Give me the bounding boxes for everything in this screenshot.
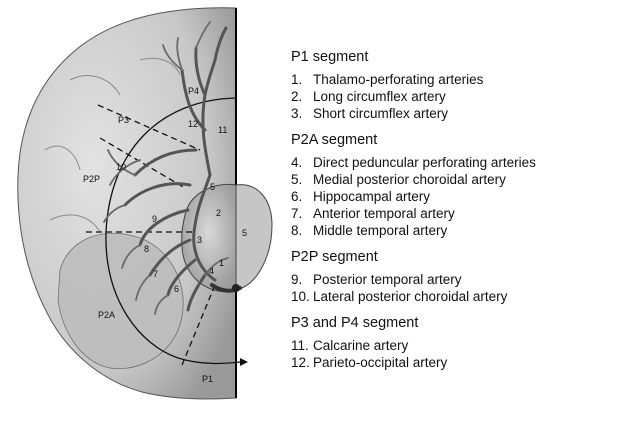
basilar-origin [232, 284, 240, 292]
arrowhead [240, 358, 248, 366]
legend-group-p2a: P2A segment 4.Direct peduncular perforat… [291, 131, 616, 239]
legend: P1 segment 1.Thalamo-perforating arterie… [291, 48, 616, 380]
legend-item-text: Direct peduncular perforating arteries [313, 154, 536, 171]
legend-item-number: 11. [291, 337, 313, 354]
label-5-right: 5 [242, 228, 247, 238]
legend-item-text: Lateral posterior choroidal artery [313, 288, 507, 305]
label-p1: P1 [202, 374, 213, 384]
label-4: 4 [209, 266, 214, 276]
legend-item-number: 7. [291, 205, 313, 222]
legend-item-text: Short circumflex artery [313, 105, 448, 122]
legend-item-text: Anterior temporal artery [313, 205, 455, 222]
legend-item-number: 1. [291, 71, 313, 88]
label-2: 2 [216, 208, 221, 218]
legend-group-p3-p4: P3 and P4 segment 11.Calcarine artery 12… [291, 314, 616, 371]
legend-item-number: 9. [291, 271, 313, 288]
label-5-upper: 5 [210, 182, 215, 192]
label-11: 11 [218, 125, 227, 135]
legend-item: 1.Thalamo-perforating arteries [291, 71, 616, 88]
legend-item-number: 12. [291, 354, 313, 371]
label-p2p: P2P [83, 174, 100, 184]
legend-item-number: 2. [291, 88, 313, 105]
legend-group-title: P2P segment [291, 248, 616, 266]
legend-item: 12.Parieto-occipital artery [291, 354, 616, 371]
legend-item: 6.Hippocampal artery [291, 188, 616, 205]
label-8: 8 [144, 244, 149, 254]
label-7: 7 [153, 269, 158, 279]
legend-item: 10.Lateral posterior choroidal artery [291, 288, 616, 305]
label-3: 3 [197, 235, 202, 245]
legend-item-number: 4. [291, 154, 313, 171]
label-12: 12 [188, 119, 198, 129]
label-6: 6 [174, 284, 179, 294]
legend-item: 8.Middle temporal artery [291, 222, 616, 239]
legend-item: 5.Medial posterior choroidal artery [291, 171, 616, 188]
label-9: 9 [152, 214, 157, 224]
label-p3: P3 [118, 115, 129, 125]
legend-item-number: 8. [291, 222, 313, 239]
label-p2a: P2A [98, 310, 115, 320]
legend-group-title: P1 segment [291, 48, 616, 66]
legend-item-text: Calcarine artery [313, 337, 408, 354]
label-1: 1 [219, 258, 224, 268]
legend-group-title: P2A segment [291, 131, 616, 149]
legend-item-number: 3. [291, 105, 313, 122]
legend-item-text: Posterior temporal artery [313, 271, 462, 288]
legend-item: 4.Direct peduncular perforating arteries [291, 154, 616, 171]
legend-item: 3.Short circumflex artery [291, 105, 616, 122]
legend-item-text: Hippocampal artery [313, 188, 430, 205]
legend-item-text: Long circumflex artery [313, 88, 446, 105]
legend-item-number: 5. [291, 171, 313, 188]
legend-item-text: Thalamo-perforating arteries [313, 71, 483, 88]
legend-item: 9.Posterior temporal artery [291, 271, 616, 288]
legend-item-text: Medial posterior choroidal artery [313, 171, 506, 188]
legend-group-p2p: P2P segment 9.Posterior temporal artery … [291, 248, 616, 305]
legend-item-number: 6. [291, 188, 313, 205]
legend-item-text: Middle temporal artery [313, 222, 447, 239]
legend-item-text: Parieto-occipital artery [313, 354, 447, 371]
legend-item: 2.Long circumflex artery [291, 88, 616, 105]
label-10: 10 [116, 162, 126, 172]
label-p4: P4 [188, 86, 199, 96]
legend-group-p1: P1 segment 1.Thalamo-perforating arterie… [291, 48, 616, 122]
legend-group-title: P3 and P4 segment [291, 314, 616, 332]
legend-item-number: 10. [291, 288, 313, 305]
legend-item: 7.Anterior temporal artery [291, 205, 616, 222]
legend-item: 11.Calcarine artery [291, 337, 616, 354]
